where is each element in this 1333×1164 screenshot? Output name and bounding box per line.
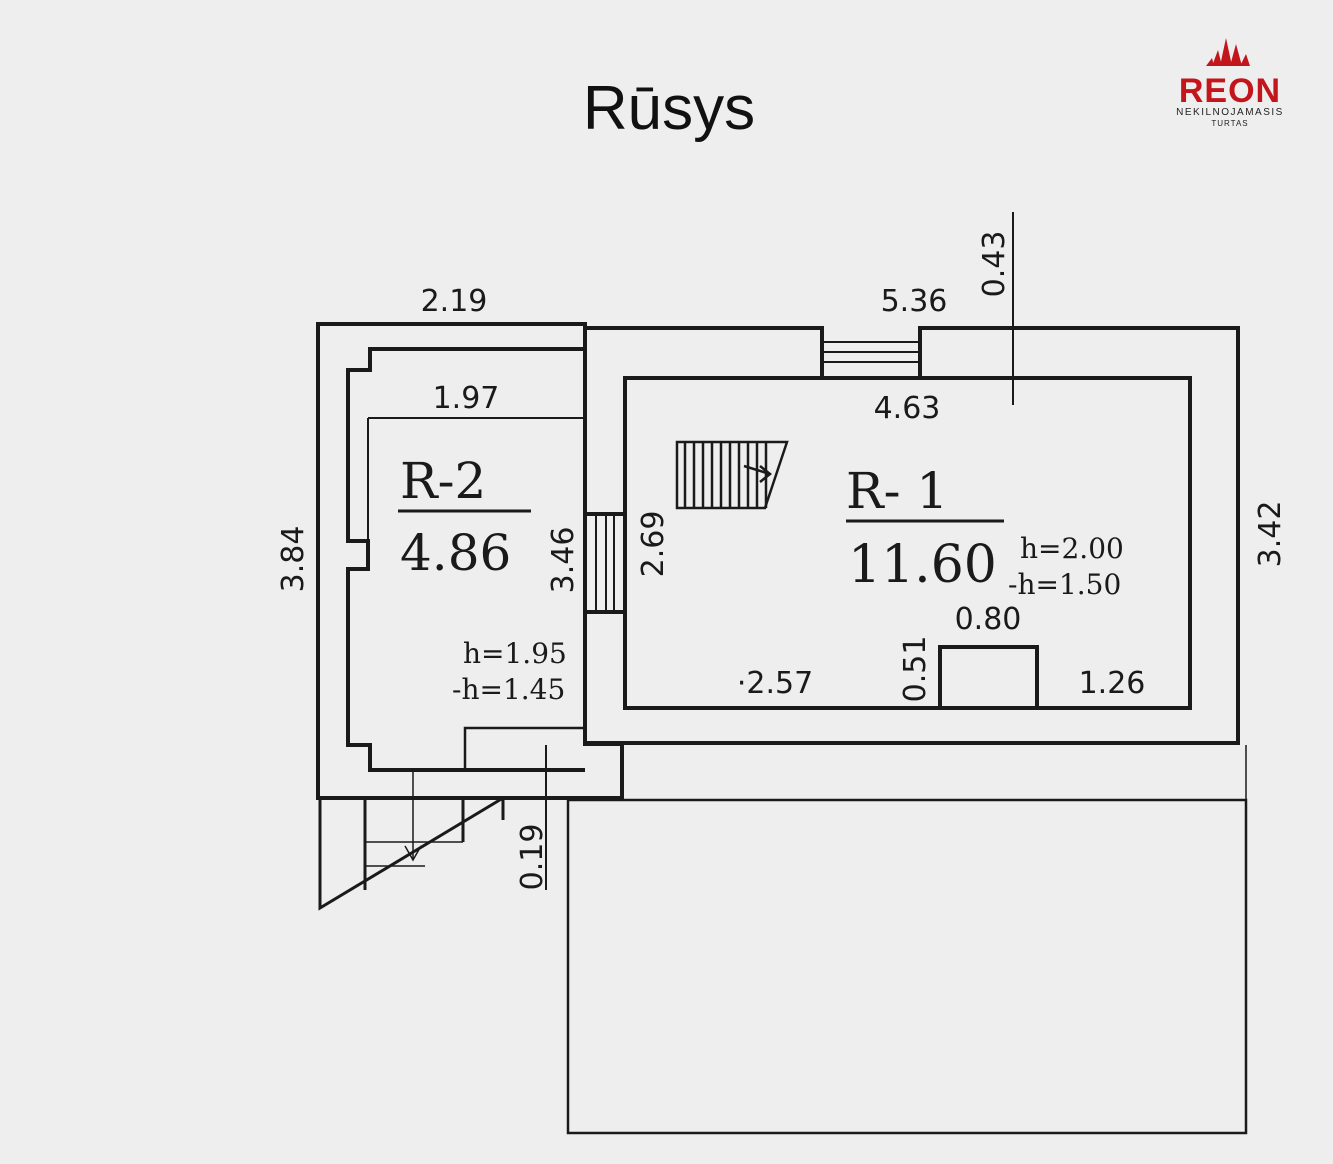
building-icon — [1206, 38, 1250, 66]
logo-tagline-2: TURTAS — [1211, 119, 1248, 128]
dim-niche-depth: 0.51 — [898, 636, 933, 703]
r2-inner-wall — [346, 347, 585, 772]
top-door — [822, 341, 920, 363]
room-r2-height: h=1.95 — [463, 637, 567, 670]
dim-top-right-width: 5.36 — [881, 284, 948, 319]
dim-top-offset: 0.43 — [977, 231, 1012, 298]
dim-r1-inner-width: 4.63 — [874, 391, 941, 426]
dim-niche-width: 0.80 — [955, 602, 1022, 637]
room-r2-label: R-2 — [400, 452, 486, 510]
r1-staircase — [675, 440, 789, 510]
r2-threshold — [463, 726, 585, 770]
room-r2-minus-height: -h=1.45 — [452, 673, 565, 706]
dim-top-left-width: 2.19 — [421, 284, 488, 319]
dim-r1-inner-height: 2.69 — [636, 511, 671, 578]
logo-brand: REON — [1179, 72, 1281, 110]
logo-tagline-1: NEKILNOJAMASIS — [1176, 107, 1284, 118]
room-r1-area: 11.60 — [848, 535, 997, 595]
room-r2-area: 4.86 — [400, 524, 511, 582]
dim-r2-inner-height: 3.46 — [546, 527, 581, 594]
dim-r2-inner-width: 1.97 — [433, 381, 500, 416]
dim-bottom-right: 1.26 — [1079, 666, 1146, 701]
lower-area-outline — [566, 798, 1248, 1135]
dim-bottom-left: ·2.57 — [737, 666, 813, 701]
room-r1-label: R- 1 — [846, 462, 948, 520]
reon-logo: REON NEKILNOJAMASIS TURTAS — [1176, 38, 1284, 128]
r2-staircase — [318, 770, 505, 911]
dim-right-height: 3.42 — [1253, 501, 1288, 568]
r1-inner-wall — [623, 376, 1192, 710]
side-door — [595, 514, 615, 612]
r1-left-wall-top — [583, 328, 625, 516]
dim-left-height: 3.84 — [276, 526, 311, 593]
room-r1-minus-height: -h=1.50 — [1008, 568, 1121, 601]
page-title: Rūsys — [582, 74, 756, 143]
r1-niche — [938, 645, 1039, 708]
dim-stair-offset: 0.19 — [515, 824, 550, 891]
room-r1-height: h=2.00 — [1020, 532, 1124, 565]
